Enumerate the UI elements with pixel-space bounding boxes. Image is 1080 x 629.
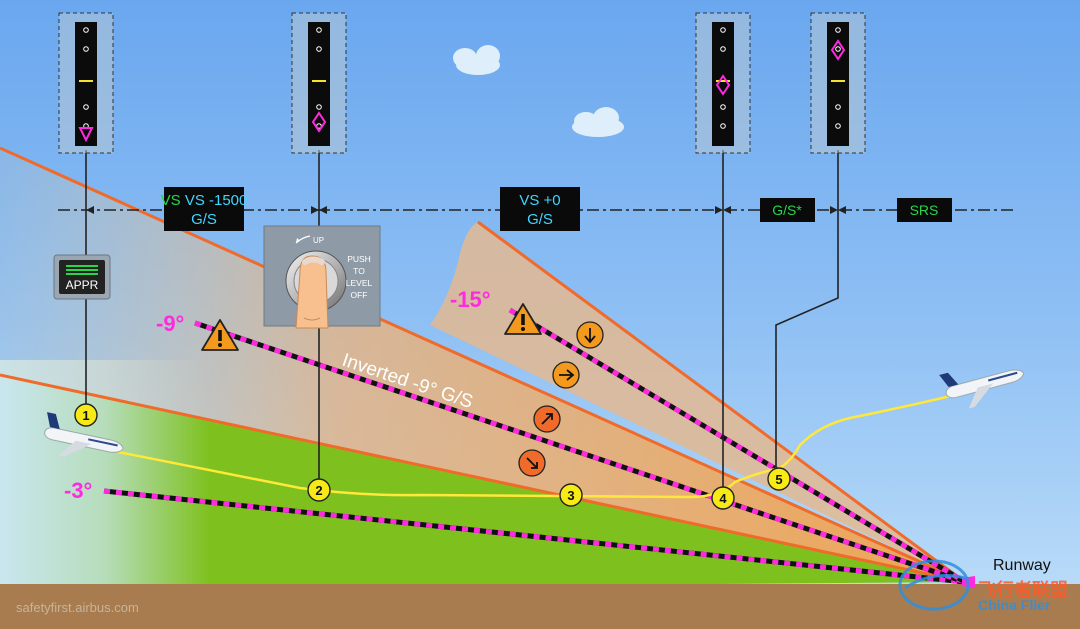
finger-icon (295, 255, 329, 329)
source-credit: safetyfirst.airbus.com (16, 600, 139, 615)
arrow-down-icon (576, 321, 604, 349)
watermark-logo (898, 559, 970, 611)
step-marker: 4 (711, 486, 735, 510)
glideslope-beam-upper (430, 222, 965, 582)
terrain-green (0, 375, 965, 590)
svg-text:2: 2 (315, 483, 322, 498)
fma-mode1-line1: VS VS -1500 (161, 192, 248, 209)
appr-button-label: APPR (66, 278, 99, 292)
step-marker: 2 (307, 478, 331, 502)
glideslope-diamond-icon (78, 127, 94, 143)
knob-push-line4: OFF (351, 290, 368, 300)
step-marker: 5 (767, 467, 791, 491)
fma-mode2-line1: VS +0 (519, 192, 560, 209)
fma-mode4: SRS (910, 202, 939, 218)
level-off-knob-panel[interactable]: UP PUSH TO LEVEL OFF (263, 225, 381, 329)
step-marker: 1 (74, 403, 98, 427)
glideslope-scales (58, 12, 866, 154)
knob-push-line3: LEVEL (346, 278, 373, 288)
glideslope-scale (695, 12, 751, 154)
glideslope-diamond-icon (311, 111, 327, 133)
arrow-right-icon (552, 361, 580, 389)
watermark-text-cn: 飞行者联盟 (978, 579, 1068, 600)
knob-push-line2: TO (353, 266, 365, 276)
knob-push-line1: PUSH (347, 254, 371, 264)
warning-triangle-icon (201, 319, 239, 351)
runway-label: Runway (993, 557, 1051, 574)
svg-text:3: 3 (567, 488, 574, 503)
glideslope-diamond-icon (830, 39, 846, 61)
angle-label-3: -3° (64, 478, 92, 503)
svg-text:1: 1 (82, 408, 89, 423)
step-markers: 1 2 3 4 5 (74, 403, 791, 510)
appr-button[interactable]: APPR (53, 254, 111, 300)
svg-text:4: 4 (719, 491, 727, 506)
glideslope-diamond-icon (715, 74, 731, 96)
watermark: 飞行者联盟 China Flier (898, 559, 1068, 613)
cloud-icon (572, 107, 624, 137)
fma-box-srs: SRS (897, 198, 952, 222)
beam-edge-lower (0, 373, 966, 584)
step-marker: 3 (559, 483, 583, 507)
fma-mode2-line2: G/S (527, 211, 553, 228)
svg-text:5: 5 (775, 472, 782, 487)
glideslope-scale (810, 12, 866, 154)
knob-up-label: UP (313, 236, 324, 245)
angle-label-15: -15° (450, 287, 491, 312)
aircraft-icon (939, 369, 1025, 409)
cloud-icon (453, 45, 500, 75)
watermark-text-en: China Flier (978, 597, 1051, 613)
glide-paths (103, 307, 967, 585)
aircraft-icon (44, 412, 124, 457)
angle-label-9: -9° (156, 311, 184, 336)
fma-box-vs0: VS +0 G/S (500, 187, 580, 231)
fma-box-gs-star: G/S* (760, 198, 815, 222)
fma-mode3: G/S* (772, 202, 802, 218)
fma-mode1-line2: G/S (191, 211, 217, 228)
arrow-up-right-icon (533, 405, 561, 433)
glideslope-scale (58, 12, 114, 154)
glideslope-scale (291, 12, 347, 154)
beam-edge-upper (0, 146, 966, 584)
beam-edge-steep (477, 220, 966, 584)
arrow-down-right-icon (518, 449, 546, 477)
fma-box-vs1500: VS VS -1500 G/S (161, 187, 248, 231)
warning-triangle-icon (504, 303, 542, 335)
